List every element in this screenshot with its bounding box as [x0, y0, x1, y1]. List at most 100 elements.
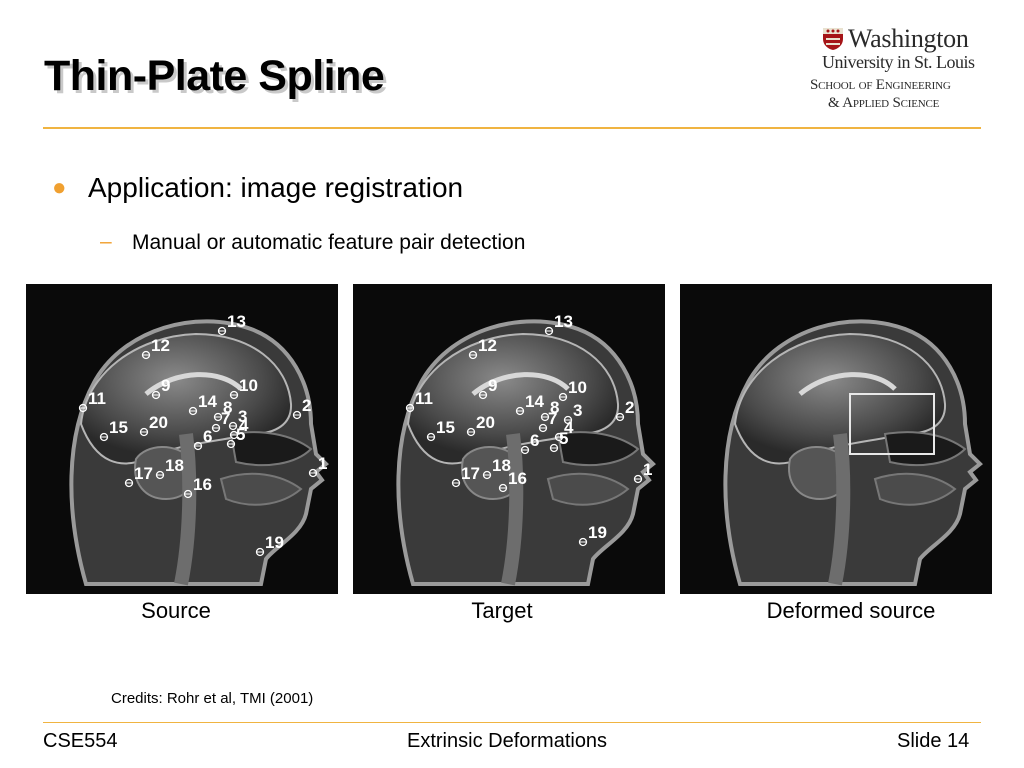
landmark-label: 11 — [88, 389, 106, 408]
corpus-callosum — [471, 372, 570, 396]
caption-source: Source — [141, 598, 211, 623]
landmark-point — [538, 423, 548, 433]
landmark-point — [498, 483, 508, 493]
landmark-point — [633, 474, 643, 484]
footer-course: CSE554 — [43, 730, 118, 752]
landmark-marker: 1 — [633, 460, 652, 484]
sub-bullet-dash-icon: – — [100, 230, 112, 253]
landmark-point — [151, 390, 161, 400]
landmark-marker: 10 — [558, 378, 587, 402]
landmark-marker: 10 — [229, 376, 258, 400]
landmark-point — [466, 427, 476, 437]
landmark-marker: 11 — [405, 389, 433, 413]
landmark-point — [193, 441, 203, 451]
landmark-label: 19 — [588, 523, 607, 542]
landmark-point — [615, 412, 625, 422]
landmark-label: 18 — [492, 456, 511, 475]
landmark-label: 4 — [239, 416, 249, 435]
landmark-label: 15 — [109, 418, 128, 437]
landmark-marker: 18 — [482, 456, 511, 480]
landmark-label: 13 — [227, 312, 246, 331]
landmark-marker: 19 — [255, 533, 284, 557]
landmark-point — [229, 390, 239, 400]
landmark-marker: 6 — [193, 427, 212, 451]
landmark-label: 18 — [165, 456, 184, 475]
landmark-point — [515, 406, 525, 416]
landmark-marker: 14 — [188, 392, 217, 416]
logo-university: University in St. Louis — [822, 52, 975, 72]
landmark-label: 15 — [436, 418, 455, 437]
landmark-label: 10 — [239, 376, 258, 395]
spinal-column — [174, 433, 197, 586]
landmark-point — [451, 478, 461, 488]
landmark-marker: 20 — [466, 413, 495, 437]
landmark-marker: 12 — [468, 336, 497, 360]
landmark-point — [211, 423, 221, 433]
footer-divider — [43, 722, 981, 723]
landmark-point — [558, 392, 568, 402]
landmark-marker: 4 — [554, 418, 574, 442]
deformed-mri-graphic — [723, 319, 983, 586]
tongue-region — [219, 472, 303, 506]
logo-applied-science: & Applied Science — [828, 95, 940, 111]
landmark-marker: 8 — [540, 398, 559, 422]
landmark-point — [563, 415, 573, 425]
landmark-label: 10 — [568, 378, 587, 397]
landmark-point — [255, 547, 265, 557]
landmark-point — [228, 421, 238, 431]
landmark-label: 6 — [530, 431, 539, 450]
landmark-label: 16 — [193, 475, 212, 494]
landmark-marker: 5 — [226, 425, 245, 449]
landmark-label: 1 — [318, 454, 327, 473]
landmark-label: 12 — [151, 336, 170, 355]
landmark-label: 4 — [564, 418, 574, 437]
landmark-label: 16 — [508, 469, 527, 488]
landmark-label: 2 — [625, 398, 634, 417]
landmark-point — [520, 445, 530, 455]
landmark-point — [468, 350, 478, 360]
landmark-marker: 8 — [213, 398, 232, 422]
landmark-label: 9 — [488, 376, 497, 395]
landmark-marker: 14 — [515, 392, 544, 416]
landmark-marker: 9 — [151, 376, 170, 400]
landmark-point — [549, 443, 559, 453]
landmark-marker: 2 — [615, 398, 634, 422]
landmark-point — [217, 326, 227, 336]
landmark-label: 12 — [478, 336, 497, 355]
landmark-marker: 19 — [578, 523, 607, 547]
landmark-label: 14 — [198, 392, 217, 411]
landmark-point — [99, 432, 109, 442]
landmark-marker: 12 — [141, 336, 170, 360]
landmark-point — [578, 537, 588, 547]
landmark-label: 17 — [134, 464, 153, 483]
landmark-marker: 7 — [211, 409, 230, 433]
landmark-marker: 4 — [229, 416, 249, 440]
landmark-label: 11 — [415, 389, 433, 408]
sub-bullet-text: Manual or automatic feature pair detecti… — [132, 231, 526, 254]
landmark-marker: 3 — [563, 401, 582, 425]
landmark-marker: 17 — [124, 464, 153, 488]
landmark-point — [188, 406, 198, 416]
landmark-point — [183, 489, 193, 499]
footer-topic: Extrinsic Deformations — [407, 730, 608, 752]
landmark-label: 20 — [149, 413, 168, 432]
landmark-marker: 2 — [292, 396, 311, 420]
landmark-marker: 17 — [451, 464, 480, 488]
landmark-label: 5 — [559, 429, 568, 448]
landmark-point — [141, 350, 151, 360]
landmark-point — [540, 412, 550, 422]
landmark-marker: 18 — [155, 456, 184, 480]
landmark-point — [482, 470, 492, 480]
nasal-cavity — [229, 431, 313, 467]
landmark-label: 20 — [476, 413, 495, 432]
tongue-region — [546, 472, 630, 506]
footer-slide-number: Slide 14 — [897, 730, 970, 752]
landmark-point — [405, 403, 415, 413]
landmark-label: 8 — [223, 398, 232, 417]
caption-deformed-source: Deformed source — [766, 598, 936, 623]
landmark-label: 3 — [238, 407, 247, 426]
landmark-point — [478, 390, 488, 400]
